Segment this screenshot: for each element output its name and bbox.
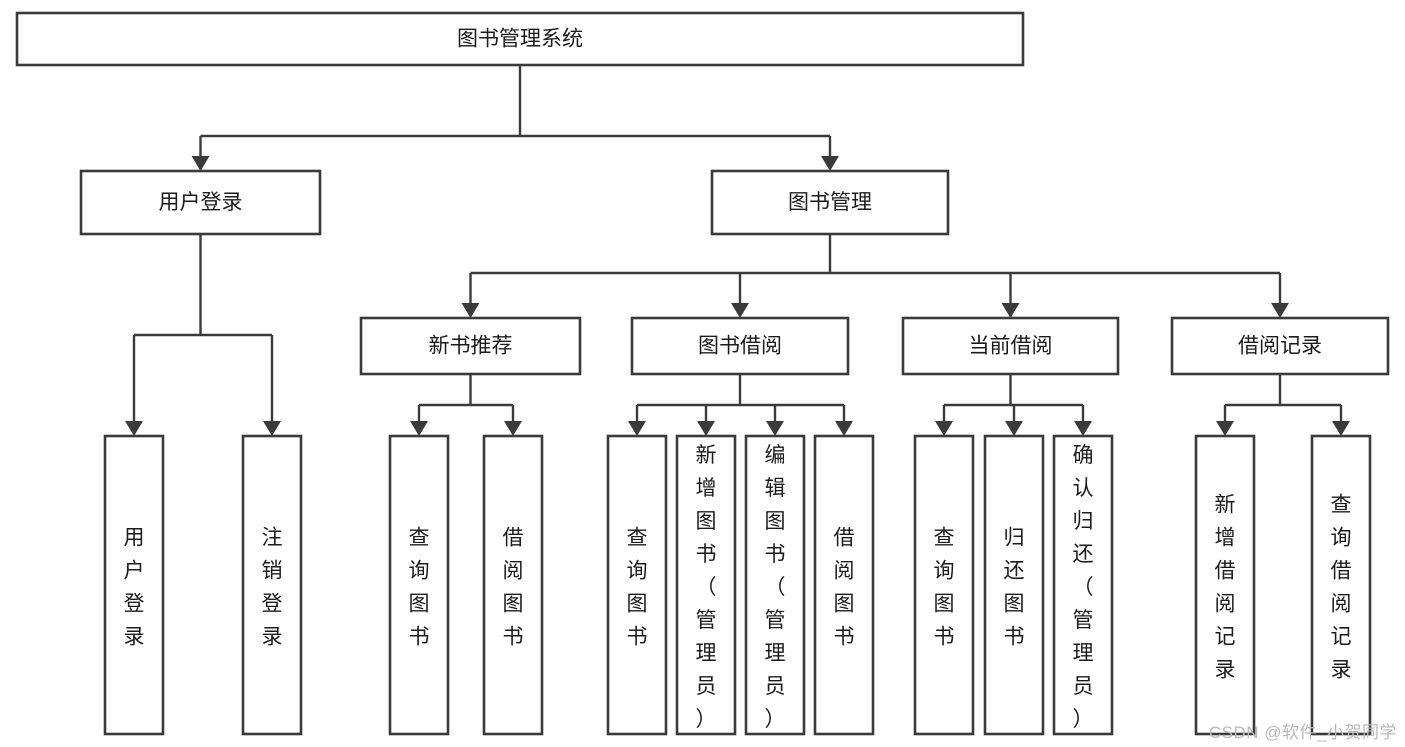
node-box <box>241 434 303 736</box>
node-label: 用户登录 <box>124 527 145 649</box>
node-box <box>901 316 1120 376</box>
node-box <box>983 434 1045 736</box>
arrow-head-icon <box>821 156 839 171</box>
node-label: 查询借阅记录 <box>1331 494 1352 682</box>
node-book-manage[interactable]: 图书管理 <box>710 169 950 236</box>
node-label: 借阅图书 <box>503 527 524 649</box>
arrow-head-icon <box>125 421 143 436</box>
node-label: 新增图书（管理员） <box>696 444 717 731</box>
node-box <box>710 169 950 236</box>
node-box <box>1194 434 1256 736</box>
node-label: 图书管理系统 <box>457 28 583 51</box>
node-label: 编辑图书（管理员） <box>765 444 786 731</box>
node-label: 新书推荐 <box>429 335 513 358</box>
arrow-head-icon <box>1005 421 1023 436</box>
arrow-head-icon <box>1271 303 1289 318</box>
node-label: 当前借阅 <box>969 335 1053 358</box>
node-box <box>675 434 737 736</box>
node-label: 图书管理 <box>788 191 872 214</box>
node-label: 新增借阅记录 <box>1215 494 1236 682</box>
node-box <box>744 434 806 736</box>
node-leaf-logout[interactable]: 注销登录 <box>241 434 303 736</box>
arrow-head-icon <box>1074 421 1092 436</box>
node-box <box>813 434 875 736</box>
node-leaf-add-record[interactable]: 新增借阅记录 <box>1194 434 1256 736</box>
arrow-head-icon <box>1001 303 1020 318</box>
watermark-label: CSDN @软件_小贺同学 <box>1208 723 1397 742</box>
node-current-borrow[interactable]: 当前借阅 <box>901 316 1120 376</box>
node-box <box>1052 434 1114 736</box>
node-label: 查询图书 <box>409 527 430 649</box>
arrow-head-icon <box>410 421 428 436</box>
node-box <box>359 316 582 376</box>
arrow-head-icon <box>504 421 522 436</box>
node-label: 注销登录 <box>262 527 283 649</box>
node-leaf-add-book[interactable]: 新增图书（管理员） <box>675 434 737 736</box>
node-label: 借阅记录 <box>1238 335 1322 358</box>
node-box <box>913 434 975 736</box>
arrow-head-icon <box>935 421 953 436</box>
node-box <box>1170 316 1390 376</box>
node-box <box>1310 434 1372 736</box>
arrow-head-icon <box>697 421 715 436</box>
connector-layer <box>125 65 1350 436</box>
node-leaf-query-book-1[interactable]: 查询图书 <box>388 434 450 736</box>
arrow-head-icon <box>835 421 853 436</box>
node-label: 确认归还（管理员） <box>1073 444 1094 731</box>
node-leaf-borrow-book-1[interactable]: 借阅图书 <box>482 434 544 736</box>
node-label: 用户登录 <box>159 191 243 214</box>
node-borrow-record[interactable]: 借阅记录 <box>1170 316 1390 376</box>
node-box <box>630 316 850 376</box>
node-leaf-user-login[interactable]: 用户登录 <box>103 434 165 736</box>
node-box <box>482 434 544 736</box>
node-new-book-recommend[interactable]: 新书推荐 <box>359 316 582 376</box>
arrow-head-icon <box>766 421 784 436</box>
node-leaf-borrow-book-2[interactable]: 借阅图书 <box>813 434 875 736</box>
node-leaf-return-book[interactable]: 归还图书 <box>983 434 1045 736</box>
node-box <box>103 434 165 736</box>
arrow-head-icon <box>628 421 646 436</box>
node-root[interactable]: 图书管理系统 <box>15 11 1025 67</box>
node-box <box>606 434 668 736</box>
node-leaf-query-book-3[interactable]: 查询图书 <box>913 434 975 736</box>
node-label: 借阅图书 <box>834 527 855 649</box>
arrow-head-icon <box>263 421 281 436</box>
node-user-login[interactable]: 用户登录 <box>79 169 322 236</box>
arrow-head-icon <box>731 303 749 318</box>
node-label: 图书借阅 <box>698 335 782 358</box>
node-leaf-confirm-return[interactable]: 确认归还（管理员） <box>1052 434 1114 736</box>
node-layer: 图书管理系统用户登录图书管理新书推荐图书借阅当前借阅借阅记录用户登录注销登录查询… <box>15 11 1390 736</box>
node-box <box>388 434 450 736</box>
node-label: 查询图书 <box>627 527 648 649</box>
node-book-borrow[interactable]: 图书借阅 <box>630 316 850 376</box>
arrow-head-icon <box>1332 421 1350 436</box>
node-leaf-query-record[interactable]: 查询借阅记录 <box>1310 434 1372 736</box>
node-label: 归还图书 <box>1004 527 1025 649</box>
arrow-head-icon <box>1216 421 1234 436</box>
arrow-head-icon <box>191 156 210 171</box>
node-leaf-edit-book[interactable]: 编辑图书（管理员） <box>744 434 806 736</box>
node-label: 查询图书 <box>934 527 955 649</box>
arrow-head-icon <box>461 303 480 318</box>
node-box <box>79 169 322 236</box>
node-leaf-query-book-2[interactable]: 查询图书 <box>606 434 668 736</box>
node-box <box>15 11 1025 67</box>
